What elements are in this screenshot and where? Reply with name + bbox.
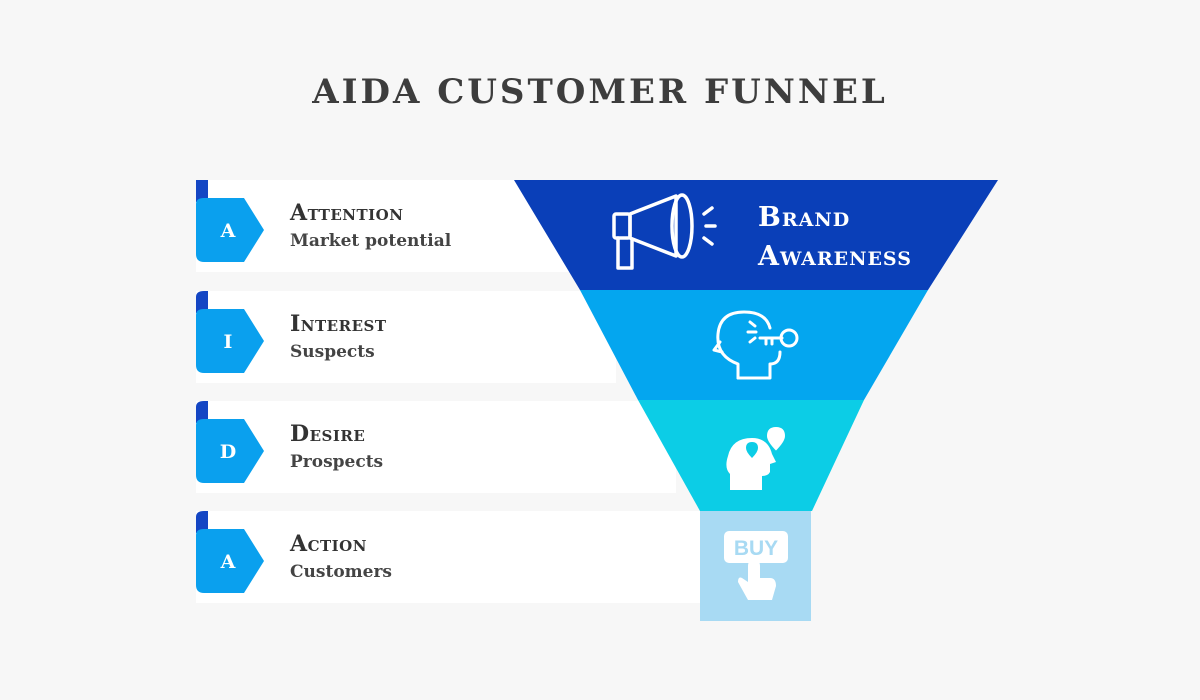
stage-row-interest: I Interest Suspects [196,291,616,383]
buy-button-icon [724,531,788,600]
stage-name: Action [290,531,367,557]
stage-badge: D [196,401,266,485]
buy-label: BUY [734,537,778,560]
stage-subtitle: Customers [290,562,392,582]
funnel-segment-attention [514,180,998,290]
stage-badge: A [196,511,266,595]
funnel-top-label-line1: Brand [758,202,851,233]
funnel-segment-interest [580,290,928,400]
page-title: AIDA CUSTOMER FUNNEL [312,72,888,112]
stage-letter: A [220,551,236,573]
stage-letter: A [220,220,236,242]
stage-letter: I [223,331,233,353]
stage-row-desire: D Desire Prospects [196,401,676,493]
megaphone-icon [612,193,717,270]
stage-subtitle: Prospects [290,452,384,472]
head-hearts-icon [726,424,788,490]
funnel-top-label-line2: Awareness [758,241,912,272]
stage-name: Interest [290,311,387,337]
stage-row-action: A Action Customers [196,511,716,603]
head-key-icon [712,310,799,380]
stage-name: Desire [290,421,366,447]
stage-subtitle: Market potential [290,231,452,251]
funnel-top-label: Brand Awareness [758,198,912,276]
stage-badge: A [196,180,266,264]
stage-badge: I [196,291,266,375]
stage-row-attention: A Attention Market potential [196,180,576,272]
stage-name: Attention [290,200,404,226]
stage-subtitle: Suspects [290,342,375,362]
stage-letter: D [219,441,237,463]
